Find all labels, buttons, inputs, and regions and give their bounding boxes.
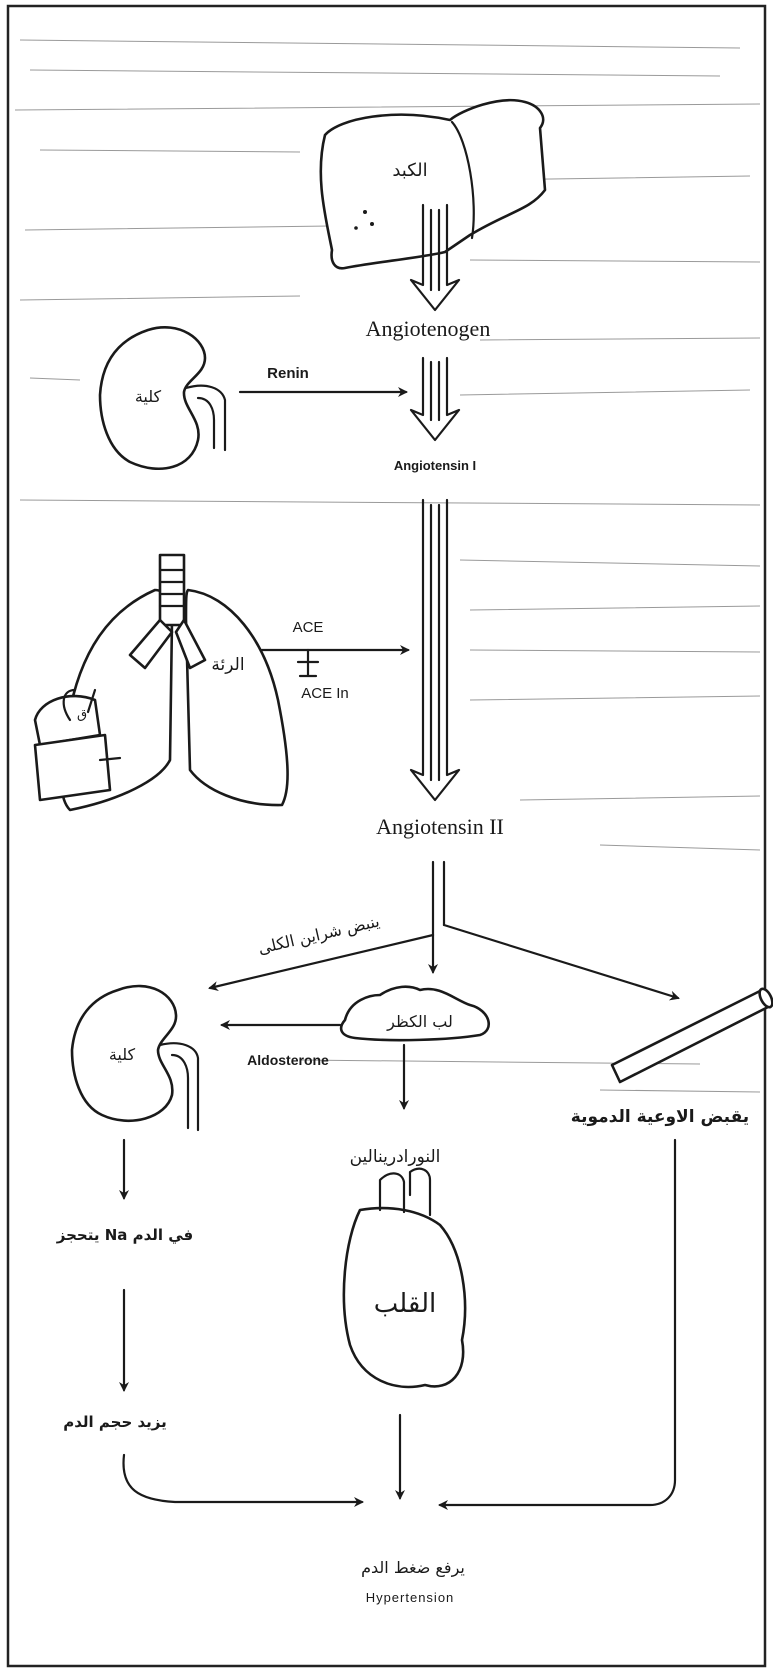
heart-label: القلب [374, 1289, 436, 1319]
angiotensinogen-label: Angiotenogen [366, 316, 491, 341]
lungs-illustration: الرئة ق [35, 555, 288, 810]
kidney-top-illustration: كلية [100, 327, 225, 468]
noradrenaline-label: النورادرينالين [350, 1147, 441, 1167]
kidney-top-label: كلية [135, 387, 162, 406]
aldosterone-label: Aldosterone [247, 1052, 329, 1068]
liver-illustration: الكبد [321, 100, 545, 268]
hollow-arrow-3 [411, 500, 459, 800]
angiotensin-2-label: Angiotensin II [376, 814, 504, 839]
hypertension-label: Hypertension [366, 1590, 455, 1605]
lungs-small-label: ق [77, 707, 87, 722]
vasoconstriction-label: يقبض الاوعية الدموية [571, 1107, 749, 1127]
hollow-arrow-2 [411, 358, 459, 440]
raise-bp-label: يرفع ضغط الدم [361, 1558, 465, 1578]
ace-inhibitor-symbol [298, 650, 318, 676]
adrenal-illustration: لب الكظر [341, 987, 489, 1040]
lungs-label: الرئة [211, 655, 244, 675]
ace-label: ACE [293, 619, 324, 636]
blood-volume-label: يزيد حجم الدم [63, 1413, 167, 1431]
renin-label: Renin [267, 365, 309, 382]
kidney-bottom-label: كلية [109, 1045, 136, 1064]
na-retention-label: يتحجز Na في الدم [56, 1226, 194, 1244]
liver-label: الكبد [392, 160, 427, 181]
adrenal-label: لب الكظر [386, 1012, 453, 1032]
heart-illustration: القلب [344, 1169, 465, 1387]
ace-inhibitor-label: ACE In [301, 685, 349, 702]
blood-vessel-illustration [612, 987, 773, 1082]
angiotensin-1-label: Angiotensin I [394, 458, 476, 473]
kidney-bottom-illustration: كلية [72, 986, 198, 1130]
